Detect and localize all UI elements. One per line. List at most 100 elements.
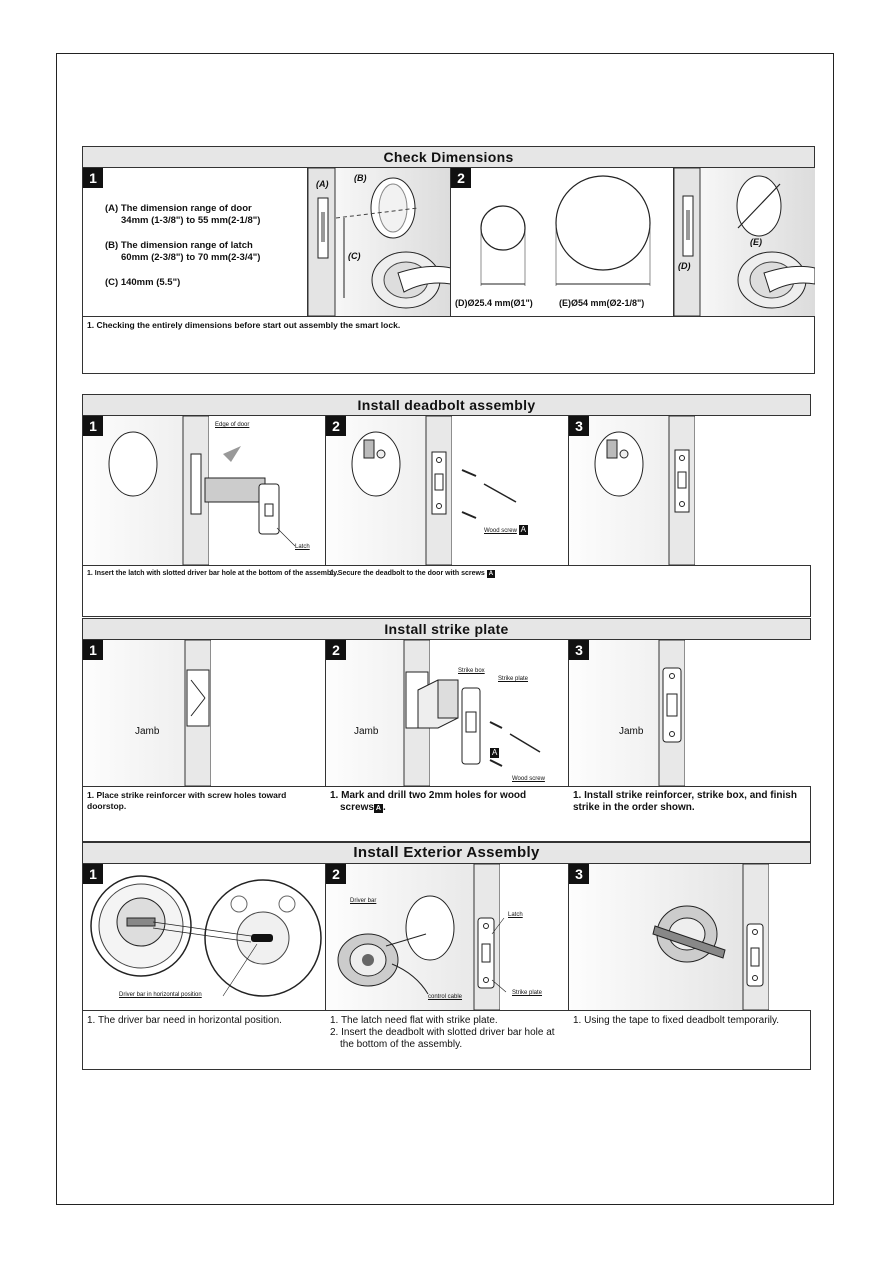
strike-caption-1: 1. Place strike reinforcer with screw ho…: [87, 790, 287, 811]
exterior-caption-2: 1. The latch need flat with strike plate…: [330, 1015, 566, 1051]
driver-bar-svg: [90, 875, 322, 997]
latch-strike-svg: [337, 864, 568, 1010]
driver-bar-label: Driver bar: [350, 898, 377, 904]
spec-a-line1: (A) The dimension range of door: [105, 203, 252, 214]
label-b: (B): [354, 173, 367, 183]
check-note: 1. Checking the entirely dimensions befo…: [87, 320, 401, 330]
edge-of-door-label: Edge of door: [215, 422, 250, 428]
step-number: 1: [83, 640, 103, 660]
strike-plate-section: Install strike plate 1 Jamb 2 Jamb Strik…: [82, 618, 811, 842]
deadbolt-step1-panel: 1 Edge of door Latch: [83, 416, 325, 565]
divider: [83, 786, 810, 787]
divider: [325, 640, 326, 786]
hole-sizes-svg: [480, 175, 651, 286]
jamb-label: Jamb: [354, 726, 379, 737]
deadbolt-caption-1: 1. Insert the latch with slotted driver …: [87, 570, 339, 577]
deadbolt-caption-2: 1. Secure the deadbolt to the door with …: [330, 568, 496, 579]
label-d: (D): [678, 261, 691, 271]
strike-plate-label: Strike plate: [512, 990, 543, 996]
exterior-caption-2-line2: 2. Insert the deadbolt with slotted driv…: [330, 1027, 555, 1038]
door-dimension-illustration: (A) (B) (C): [307, 168, 451, 316]
jamb-label: Jamb: [135, 726, 160, 737]
wood-screw-label: Wood screw A: [484, 525, 528, 535]
spec-b-line2: 60mm (2-3/8") to 70 mm(2-3/4"): [121, 252, 261, 263]
page-frame: [56, 53, 834, 1205]
divider: [450, 168, 451, 316]
wood-screw-text: Wood screw: [484, 528, 517, 534]
divider: [83, 565, 810, 566]
section-title: Install strike plate: [83, 619, 810, 640]
step-number: 2: [326, 640, 346, 660]
divider: [568, 640, 569, 786]
exterior-caption-1: 1. The driver bar need in horizontal pos…: [87, 1015, 282, 1026]
strike-caption-2-line1: 1. Mark and drill two 2mm holes for wood: [330, 790, 527, 801]
divider: [83, 1010, 810, 1011]
screw-badge-a: A: [518, 525, 528, 535]
strike-box-svg: [403, 640, 568, 786]
strike-caption-2: 1. Mark and drill two 2mm holes for wood…: [330, 790, 560, 814]
latch-insert-svg: [108, 416, 325, 565]
jamb-label: Jamb: [619, 726, 644, 737]
exterior-caption-2-line1: 1. The latch need flat with strike plate…: [330, 1015, 498, 1026]
deadbolt-installed-svg: [594, 416, 811, 565]
step-number: 3: [569, 640, 589, 660]
label-a: (A): [316, 179, 329, 189]
driver-bar-position-label: Driver bar in horizontal position: [119, 992, 202, 998]
door-diagram-svg: [308, 168, 451, 316]
exterior-caption-2-line3: the bottom of the assembly.: [340, 1039, 463, 1050]
divider: [325, 864, 326, 1010]
screw-badge-a: A: [486, 570, 496, 578]
exterior-caption-3: 1. Using the tape to fixed deadbolt temp…: [573, 1015, 780, 1026]
exterior-step2-panel: 2 Driver bar Latch control cable Strike …: [326, 864, 568, 1010]
strike-plate-label: Strike plate: [498, 676, 529, 682]
strike-step2-panel: 2 Jamb Strike box Strike plate A Wood sc…: [326, 640, 568, 786]
deadbolt-step2-panel: 2 Wood screw A: [326, 416, 568, 565]
strike-reinforcer-svg: [184, 640, 325, 786]
spec-b-line1: (B) The dimension range of latch: [105, 240, 253, 251]
tape-deadbolt-svg: [652, 864, 811, 1010]
deadbolt-caption-2-text: 1. Secure the deadbolt to the door with …: [330, 570, 485, 577]
latch-label: Latch: [295, 544, 310, 550]
step-number: 3: [569, 864, 589, 884]
control-cable-label: control cable: [428, 994, 463, 1000]
divider: [568, 416, 569, 565]
step-number: 2: [451, 168, 471, 188]
strike-caption-3: 1. Install strike reinforcer, strike box…: [573, 790, 797, 813]
step-number: 3: [569, 416, 589, 436]
section-title: Check Dimensions: [83, 147, 814, 168]
strike-caption-2-screws: screws: [340, 802, 374, 813]
step-number: 1: [83, 416, 103, 436]
deadbolt-section: Install deadbolt assembly 1 Edge of door…: [82, 394, 811, 617]
hole-e-size: (E)Ø54 mm(Ø2-1/8"): [559, 298, 645, 308]
exterior-step1-panel: 1 Driver bar in horizontal position: [83, 864, 325, 1010]
latch-label: Latch: [508, 912, 523, 918]
spec-c: (C) 140mm (5.5"): [105, 277, 181, 288]
step-number: 2: [326, 416, 346, 436]
exterior-assembly-section: Install Exterior Assembly 1 Driver bar i…: [82, 842, 811, 1070]
step-number: 1: [83, 864, 103, 884]
strike-box-label: Strike box: [458, 668, 485, 674]
deadbolt-step3-panel: 3: [569, 416, 811, 565]
wood-screw-label: Wood screw: [512, 776, 545, 782]
check-dimensions-section: Check Dimensions 1 (A) The dimension ran…: [82, 146, 815, 374]
step-number: 1: [83, 168, 103, 188]
strike-step1-panel: 1 Jamb: [83, 640, 325, 786]
section-title: Install deadbolt assembly: [83, 395, 810, 416]
divider: [83, 316, 814, 317]
section-title: Install Exterior Assembly: [83, 843, 810, 864]
step-number: 2: [326, 864, 346, 884]
screw-badge-a: A: [490, 748, 500, 758]
label-e: (E): [750, 237, 762, 247]
strike-step3-panel: 3 Jamb: [569, 640, 811, 786]
hole-d-size: (D)Ø25.4 mm(Ø1"): [455, 298, 533, 308]
screw-badge-a: A: [373, 804, 383, 813]
door-holes-illustration: (D) (E): [674, 168, 815, 316]
exterior-step3-panel: 3: [569, 864, 811, 1010]
spec-a-line2: 34mm (1-3/8") to 55 mm(2-1/8"): [121, 215, 261, 226]
divider: [325, 416, 326, 565]
door-diagram-svg: [674, 168, 815, 316]
divider: [568, 864, 569, 1010]
strike-installed-svg: [658, 640, 811, 786]
label-c: (C): [348, 251, 361, 261]
